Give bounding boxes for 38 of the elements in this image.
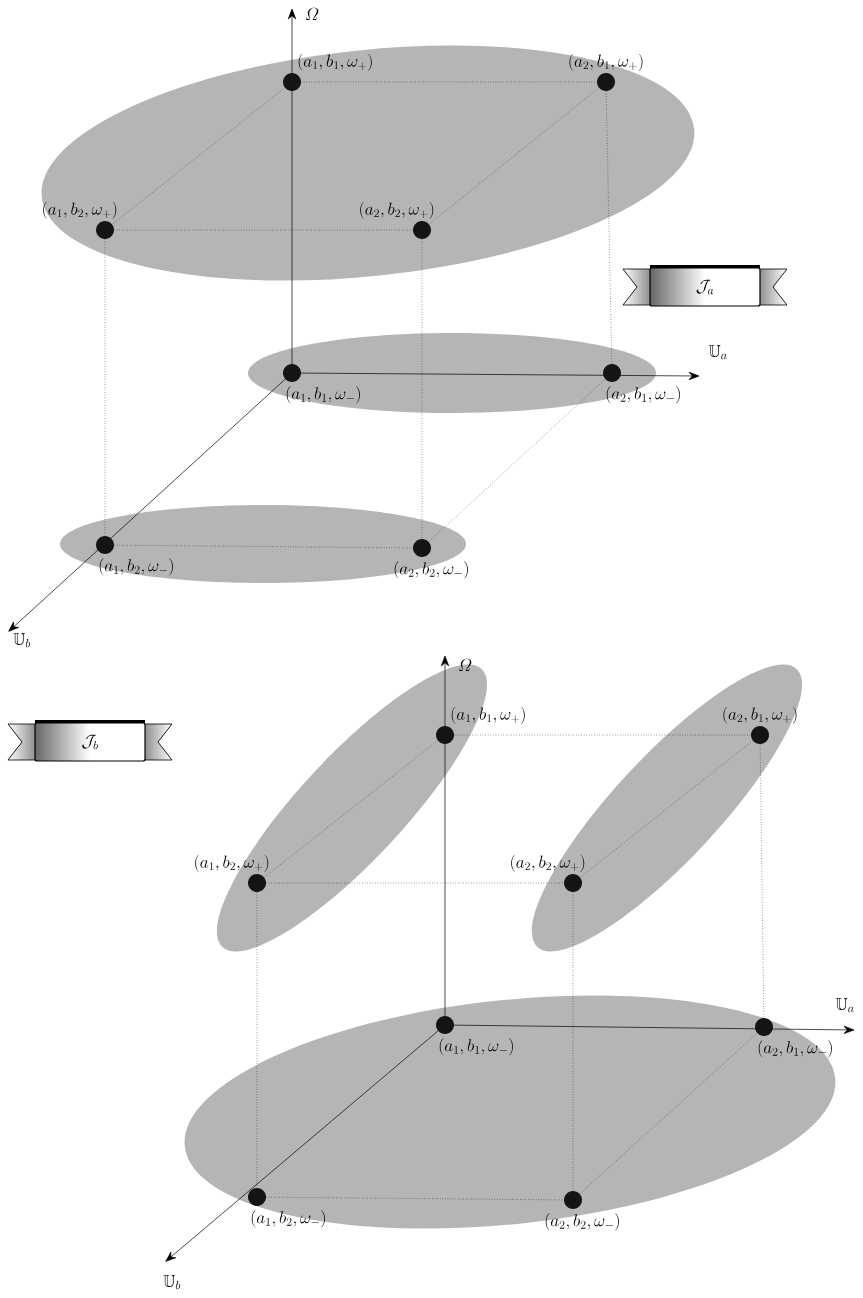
ellipse-region bbox=[41, 45, 695, 281]
point-label: $(a_1, b_2, \omega_-)$ bbox=[251, 1210, 325, 1228]
point-label: $(a_1, b_1, \omega_-)$ bbox=[286, 386, 360, 404]
point-label: $(a_1, b_2, \omega_+)$ bbox=[43, 201, 117, 219]
ribbon-banner: $\mathcal{J}_a$ bbox=[622, 265, 788, 307]
dotted-line bbox=[579, 1032, 758, 1195]
axis-label: $\mathbb{U}_a$ bbox=[708, 344, 727, 360]
point-label: $(a_2, b_2, \omega_-)$ bbox=[545, 1213, 619, 1231]
point-label: $(a_2, b_2, \omega_+)$ bbox=[360, 201, 434, 219]
axis-label: $\mathbb{U}_a$ bbox=[835, 997, 854, 1013]
dotted-line bbox=[421, 238, 423, 540]
point-label: $(a_1, b_1, \omega_-)$ bbox=[439, 1038, 513, 1056]
point-label: $(a_2, b_1, \omega_+)$ bbox=[569, 53, 643, 71]
dotted-line bbox=[579, 740, 754, 878]
dotted-line bbox=[759, 743, 765, 1019]
point-label: $(a_1, b_1, \omega_+)$ bbox=[298, 53, 372, 71]
dotted-line bbox=[113, 544, 414, 549]
point-label: $(a_1, b_1, \omega_+)$ bbox=[451, 706, 525, 724]
point-label: $(a_2, b_1, \omega_-)$ bbox=[606, 386, 680, 404]
point-label: $(a_2, b_2, \omega_+)$ bbox=[511, 854, 585, 872]
point-label: $(a_1, b_2, \omega_+)$ bbox=[195, 854, 269, 872]
axis-label: $\varOmega$ bbox=[459, 658, 472, 671]
point-label: $(a_2, b_1, \omega_-)$ bbox=[758, 1040, 832, 1058]
point-label: $(a_2, b_1, \omega_+)$ bbox=[723, 706, 797, 724]
axis-label: $\mathbb{U}_b$ bbox=[13, 632, 31, 648]
dotted-line bbox=[263, 740, 439, 878]
dotted-line bbox=[256, 891, 258, 1189]
ribbon-banner: $\mathcal{J}_b$ bbox=[7, 720, 173, 762]
dotted-line bbox=[605, 90, 613, 365]
dotted-line bbox=[428, 378, 606, 543]
dotted-line bbox=[111, 87, 286, 225]
axis-label: $\mathbb{U}_b$ bbox=[163, 1274, 181, 1290]
point-label: $(a_2, b_2, \omega_-)$ bbox=[394, 561, 468, 579]
dotted-line bbox=[428, 87, 600, 225]
axis-label: $\varOmega$ bbox=[306, 7, 319, 20]
ellipse-region bbox=[60, 505, 466, 583]
ellipse-region bbox=[184, 995, 836, 1229]
point-label: $(a_1, b_2, \omega_-)$ bbox=[99, 558, 173, 576]
